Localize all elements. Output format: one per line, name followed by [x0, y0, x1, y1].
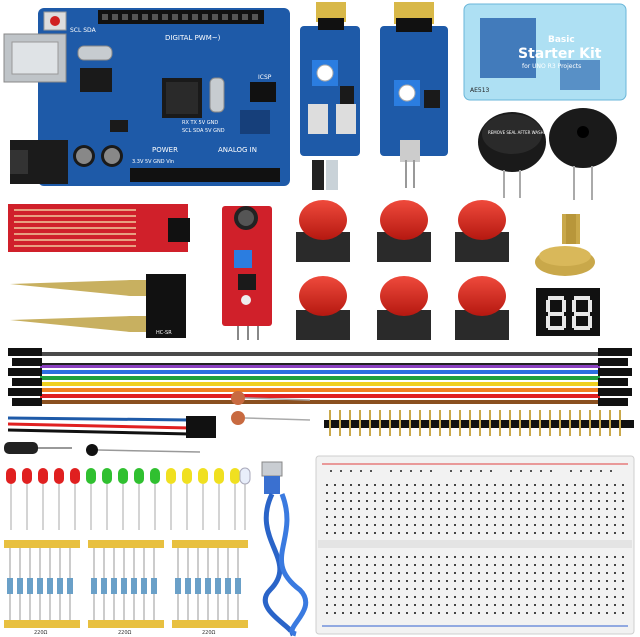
breadboard [315, 455, 635, 635]
jumper-connectors-right [598, 348, 632, 406]
box-title-top: Basic [548, 35, 575, 45]
arduino-scl-sda-label: SCL SDA 5V GND [182, 128, 225, 134]
push-button [455, 276, 509, 340]
box-code: AE513 [470, 87, 490, 94]
tilt-sensor [4, 442, 72, 454]
arduino-rxtx-label: RX TX 5V GND [182, 120, 218, 126]
photoresistors [231, 391, 311, 425]
buzzer-seal-label: REMOVE SEAL AFTER WASHING [488, 130, 551, 135]
arduino-uno-board: DIGITAL PWM~) SCL SDA ICSP RX TX 5V GND … [3, 8, 290, 186]
push-button-group [296, 200, 509, 340]
push-button [377, 276, 431, 340]
push-button [296, 276, 350, 340]
arduino-analog-label: ANALOG IN [218, 146, 257, 154]
resistor-label-1: 220Ω [34, 630, 48, 636]
resistor-label-3: 220Ω [202, 630, 216, 636]
pin-header-strip [324, 410, 634, 436]
ir-receiver [86, 444, 201, 456]
potentiometer [535, 214, 595, 276]
usb-cable [261, 461, 309, 637]
seven-segment-display [536, 288, 600, 336]
green-leds [86, 468, 160, 484]
dupont-cable-short [7, 416, 216, 438]
ir-sensor-module [300, 2, 360, 190]
jumper-wire-bundle [40, 352, 600, 404]
arduino-top-label: DIGITAL PWM~) [165, 34, 221, 42]
starter-kit-box: Basic Starter Kit for UNO R3 Projects AE… [463, 3, 627, 101]
push-button [296, 200, 350, 262]
resistor-strip-2: 220Ω [88, 540, 164, 636]
push-button [377, 200, 431, 262]
box-title-main: Starter Kit [518, 46, 602, 62]
water-level-sensor [8, 204, 190, 252]
soil-moisture-sensor: HC-SR [10, 274, 186, 338]
jumper-connectors-left [8, 348, 42, 406]
red-leds [6, 468, 80, 484]
buzzer-active: REMOVE SEAL AFTER WASHING [478, 112, 551, 198]
soil-sensor-label: HC-SR [156, 330, 172, 336]
arduino-scl-label: SCL SDA [70, 27, 97, 34]
arduino-power-label: POWER [152, 146, 178, 154]
sound-sensor-module [222, 206, 272, 340]
yellow-leds [166, 468, 240, 484]
resistor-strip-1: 220Ω [4, 540, 80, 636]
buzzer-passive [549, 108, 617, 200]
push-button [455, 200, 509, 262]
resistor-strip-3: 220Ω [172, 540, 248, 636]
arduino-power-pins: 3.3V 5V GND Vin [132, 159, 174, 165]
light-sensor-module [380, 2, 448, 188]
led-set [6, 467, 251, 530]
white-led [239, 467, 251, 485]
box-subtitle: for UNO R3 Projects [522, 63, 581, 70]
resistor-label-2: 220Ω [118, 630, 132, 636]
arduino-icsp-label: ICSP [258, 74, 272, 81]
